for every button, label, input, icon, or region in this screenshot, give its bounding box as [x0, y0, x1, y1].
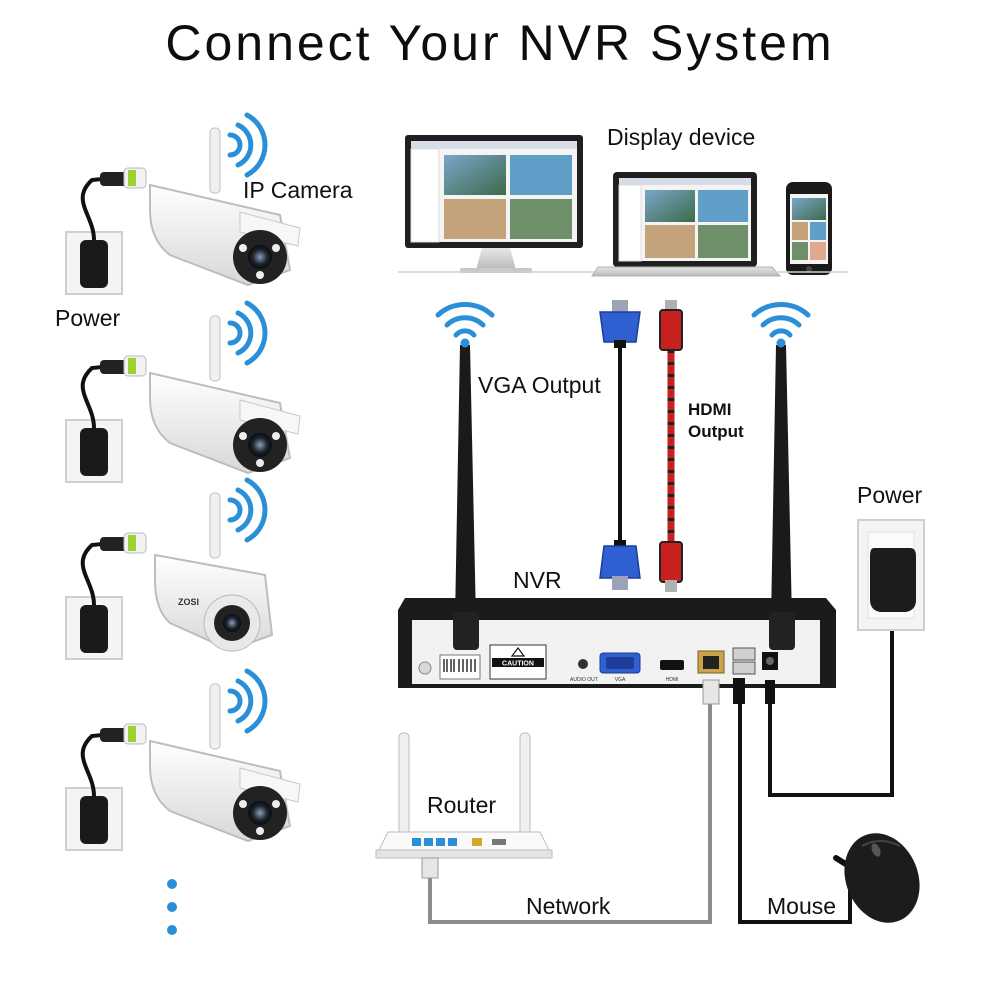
router-antenna-right — [519, 732, 531, 844]
wifi-icon — [435, 302, 495, 348]
camera-lens — [248, 245, 272, 269]
audio-out-label: AUDIO OUT — [570, 677, 598, 683]
nvr-power-cable — [768, 620, 894, 797]
hdmi-port-label: HDMI — [666, 677, 679, 683]
hdmi-connector-bottom — [659, 541, 683, 592]
monitor — [405, 135, 583, 273]
mouse-device — [833, 833, 920, 923]
wifi-icon — [227, 477, 268, 543]
vga-port-label: VGA — [615, 677, 626, 683]
hdmi-port — [660, 660, 684, 670]
power-label-right: Power — [857, 482, 923, 508]
nvr-top — [398, 598, 836, 610]
network-cable — [428, 690, 712, 924]
power-adapter — [80, 240, 108, 288]
ip-camera-2 — [65, 300, 301, 483]
wifi-icon — [227, 300, 268, 366]
router — [375, 732, 553, 879]
nvr-antenna-right — [769, 345, 795, 650]
camera-brand: ZOSI — [178, 597, 199, 607]
ip-camera-3: ZOSI — [65, 477, 274, 660]
camera-power-cable — [80, 176, 113, 241]
mouse-cable — [738, 700, 852, 924]
mouse-body — [844, 833, 920, 923]
power-adapter — [80, 428, 108, 476]
camera-antenna — [209, 127, 221, 194]
wifi-icon — [751, 302, 811, 348]
hdmi-output-label-line1: HDMI — [688, 400, 732, 419]
ip-camera-1 — [65, 112, 301, 295]
nvr-label: NVR — [513, 567, 562, 593]
laptop — [591, 172, 782, 277]
vga-connector-bottom — [599, 540, 641, 590]
monitor-stand — [476, 248, 516, 270]
hdmi-output-label-line2: Output — [688, 422, 744, 441]
power-adapter-right — [870, 548, 916, 612]
nvr-device: CAUTION AUDIO OUT VGA HDMI — [398, 598, 836, 705]
page-title: Connect Your NVR System — [165, 15, 835, 71]
usb-port-2 — [732, 661, 756, 675]
ip-camera-label: IP Camera — [243, 177, 353, 203]
router-antenna-left — [398, 732, 410, 844]
vga-connector-top — [599, 300, 641, 348]
power-adapter — [80, 605, 108, 653]
more-cameras-dots — [167, 879, 177, 935]
ip-camera-4 — [65, 668, 301, 851]
wifi-icon — [227, 668, 268, 734]
smartphone — [786, 182, 832, 275]
display-device-label: Display device — [607, 124, 756, 150]
nvr-antenna-left — [453, 345, 479, 650]
vga-output-label: VGA Output — [478, 372, 601, 398]
usb-port-1 — [732, 647, 756, 661]
wifi-icon — [227, 112, 268, 178]
mouse-label: Mouse — [767, 893, 837, 919]
network-label: Network — [526, 893, 611, 919]
hdmi-connector-top — [659, 300, 683, 351]
router-label: Router — [427, 792, 497, 818]
power-adapter — [80, 796, 108, 844]
power-label-left: Power — [55, 305, 121, 331]
caution-label: CAUTION — [502, 661, 534, 668]
nvr-power-outlet — [857, 519, 925, 631]
